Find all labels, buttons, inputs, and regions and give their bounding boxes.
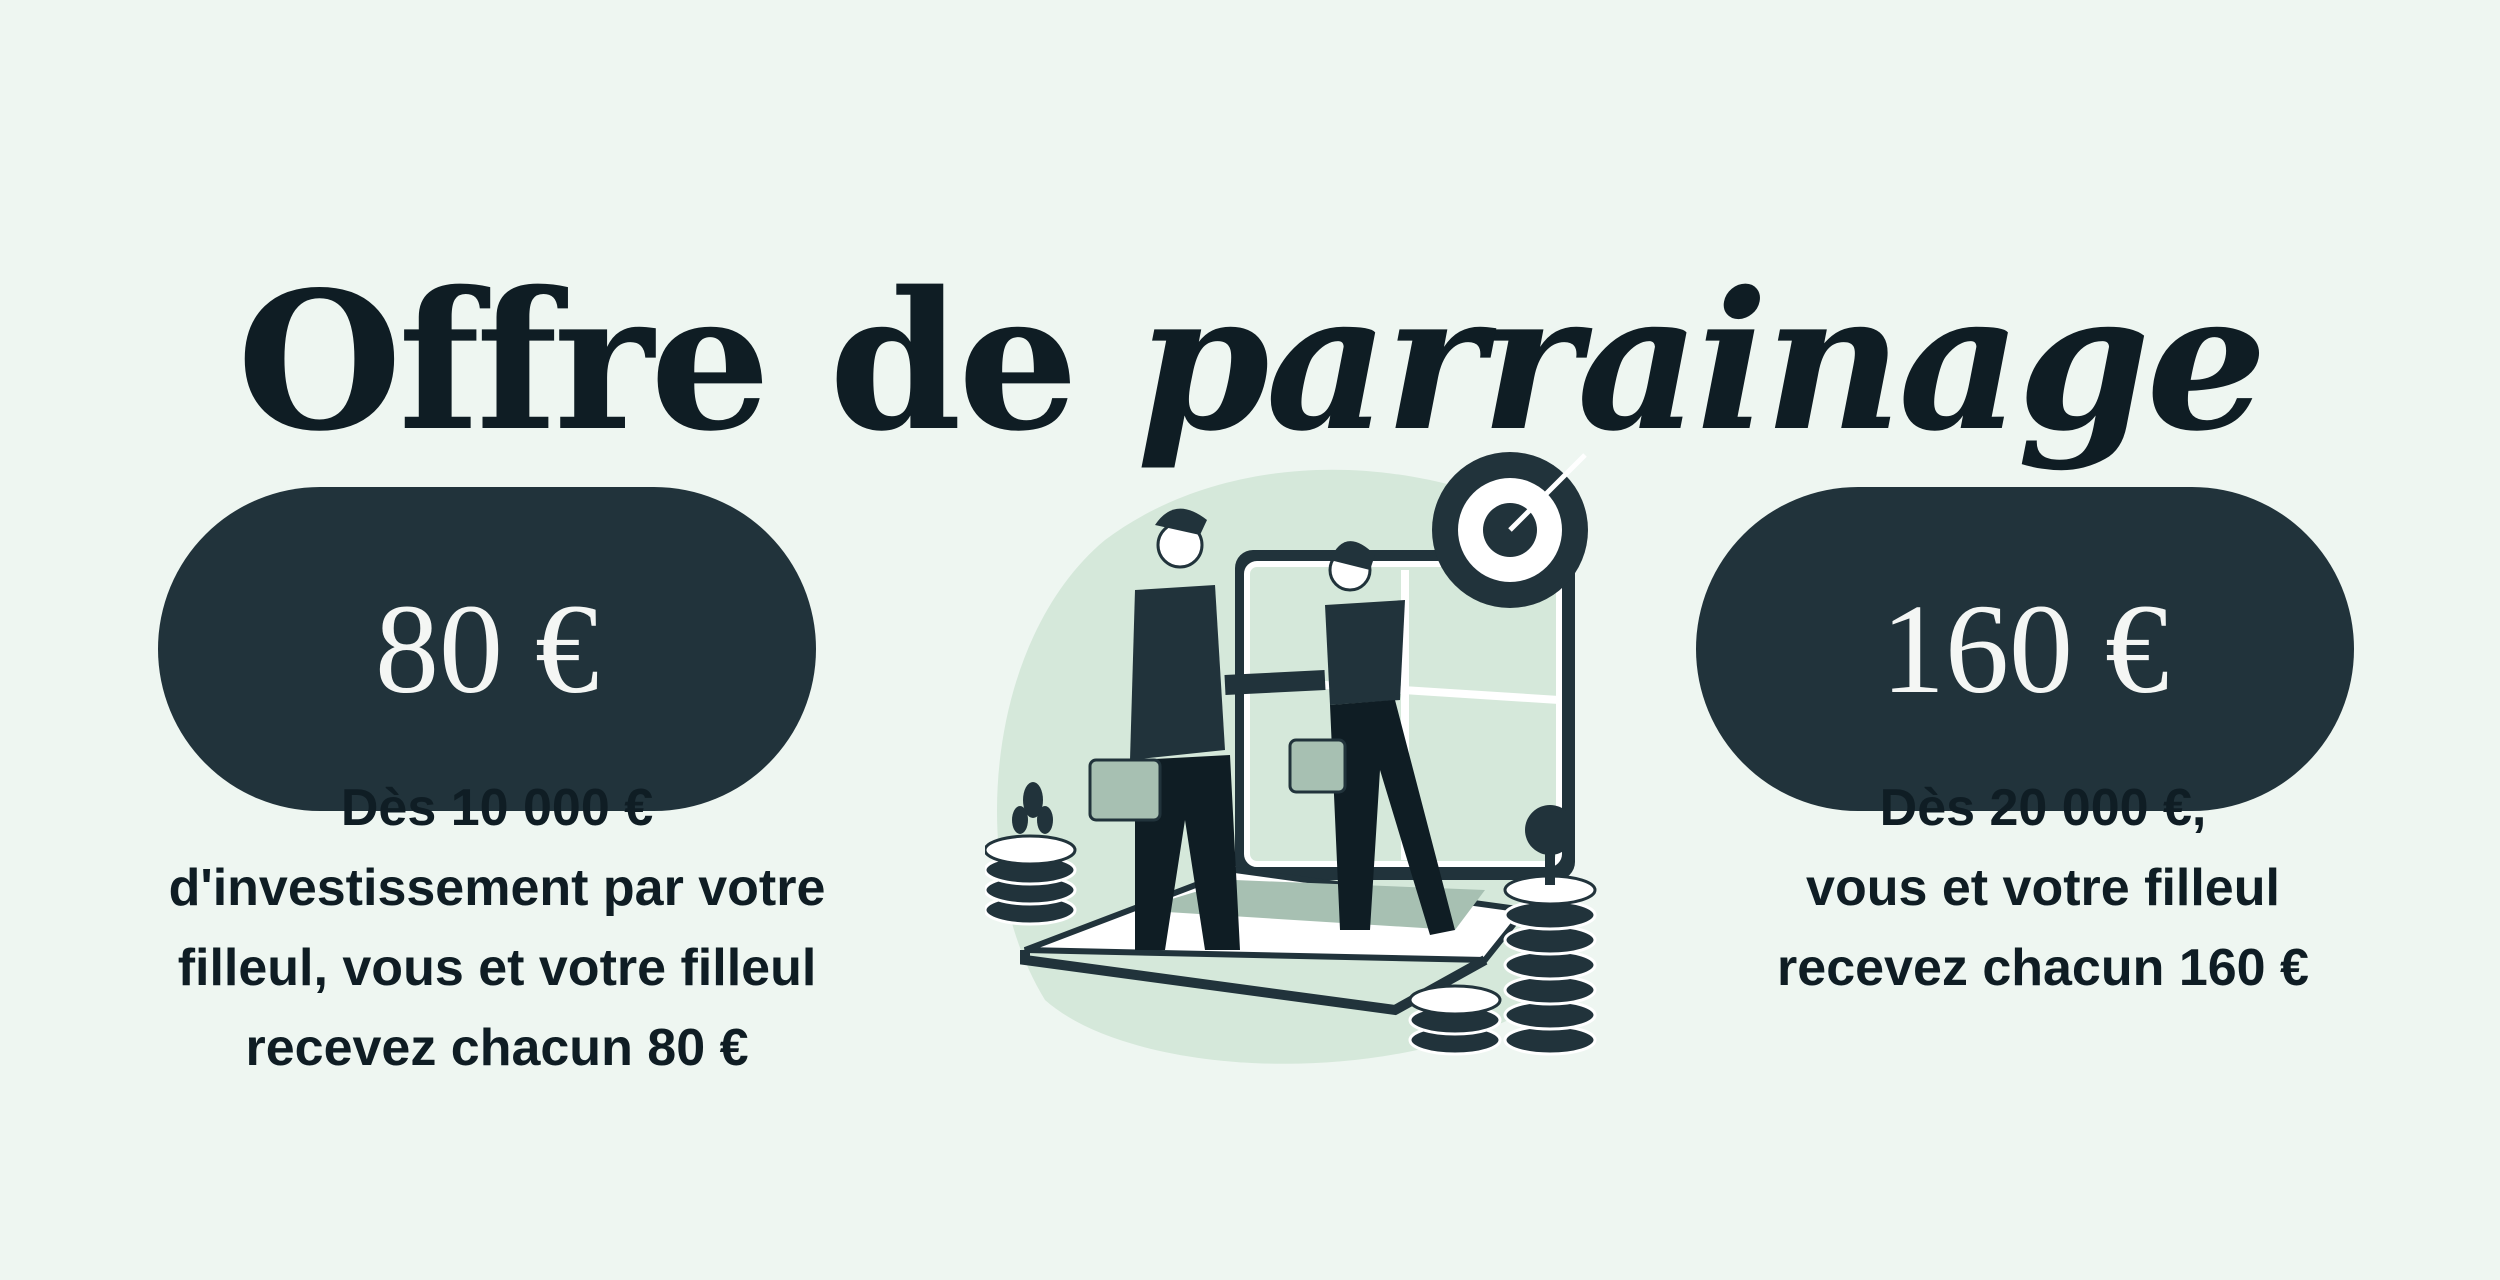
desc-line: recevez chacun 160 €	[1777, 939, 2309, 997]
handshake-illustration	[985, 452, 1597, 1064]
page-title: Offre de parrainage	[0, 247, 2500, 477]
title-regular: Offre de	[236, 250, 1137, 474]
man-figure	[1088, 508, 1240, 950]
reward-amount: 160 €	[1881, 577, 2169, 720]
reward-amount: 80 €	[375, 577, 599, 720]
desc-line: Dès 10 000 €	[340, 779, 654, 837]
desc-line: d'investissement par votre	[168, 859, 826, 917]
reward-badge-160: 160 €	[1696, 487, 2354, 811]
offer-description-80: Dès 10 000 € d'investissement par votre …	[80, 768, 914, 1088]
target-icon	[1432, 452, 1588, 608]
desc-line: Dès 20 000 €,	[1879, 779, 2207, 837]
offer-description-160: Dès 20 000 €, vous et votre filleul rece…	[1640, 768, 2446, 1008]
woman-figure	[1224, 541, 1455, 935]
reward-badge-80: 80 €	[158, 487, 816, 811]
desc-line: vous et votre filleul	[1806, 859, 2280, 917]
coin-stacks-icon	[985, 834, 1597, 1056]
desc-line: recevez chacun 80 €	[245, 1019, 749, 1077]
title-italic: parrainage	[1136, 250, 2267, 474]
plant-icon	[1012, 782, 1575, 885]
desc-line: filleul, vous et votre filleul	[177, 939, 817, 997]
